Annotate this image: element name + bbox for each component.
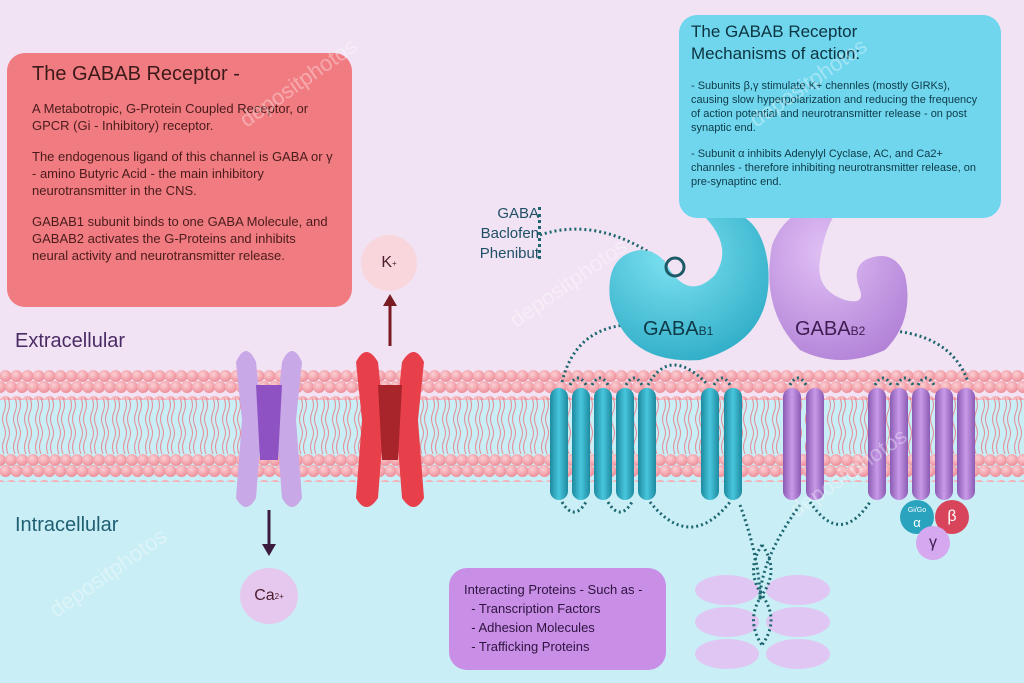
gaba-b2-subunit-shape <box>769 206 908 360</box>
cell-membrane <box>0 368 1024 482</box>
interacting-proteins-line: - Trafficking Proteins <box>464 639 590 654</box>
b1-transmembrane-helices <box>550 388 742 500</box>
ligand-label-phenibut: Phenibut <box>479 245 539 262</box>
membrane-inner-leaflet <box>0 452 1024 482</box>
g-protein-gamma: γ <box>916 526 950 560</box>
ligand-label-baclofen: Baclofen <box>480 225 539 242</box>
interacting-proteins-line: Interacting Proteins - Such as - <box>464 582 643 597</box>
mechanism-paragraph: - Subunits β,γ stimulate K+ chennles (mo… <box>691 80 978 134</box>
receptor-info-title: The GABAB Receptor - <box>32 63 240 85</box>
potassium-ion: K+ <box>361 235 417 291</box>
calcium-ion-charge: 2+ <box>274 591 284 601</box>
mechanism-paragraph: - Subunit α inhibits Adenylyl Cyclase, A… <box>691 148 976 188</box>
intracellular-label: Intracellular <box>15 514 119 536</box>
interacting-protein-ovals <box>695 575 830 669</box>
g-protein-alpha-symbol: α <box>913 515 921 530</box>
extracellular-label: Extracellular <box>15 330 126 352</box>
gaba-b1-subunit-shape <box>609 210 769 361</box>
potassium-arrow <box>383 294 397 346</box>
potassium-ion-charge: + <box>392 258 397 268</box>
potassium-channel <box>356 352 424 507</box>
gaba-b1-label-text: GABA <box>643 318 699 340</box>
b2-transmembrane-helices <box>783 388 975 500</box>
calcium-channel <box>236 351 302 507</box>
gaba-binding-site-icon <box>664 256 686 278</box>
membrane-lipid-tails <box>0 398 1024 454</box>
receptor-info-paragraph: The endogenous ligand of this channel is… <box>32 149 333 198</box>
mechanism-title: The GABAB Receptor Mechanisms of action: <box>691 22 861 63</box>
potassium-ion-symbol: K <box>381 254 392 271</box>
gaba-b2-label: GABAB2 <box>795 318 865 341</box>
gaba-b2-label-text: GABA <box>795 318 851 340</box>
coiled-coil-link <box>752 544 773 646</box>
ligand-label-gaba: GABA <box>497 205 539 222</box>
gaba-b2-label-sub: B2 <box>850 324 866 338</box>
gaba-b1-label-sub: B1 <box>698 324 714 338</box>
receptor-info-paragraph: GABAB1 subunit binds to one GABA Molecul… <box>32 214 328 263</box>
interacting-proteins-line: - Transcription Factors <box>464 601 601 616</box>
receptor-info-box: The GABAB Receptor - A Metabotropic, G-P… <box>7 53 352 307</box>
ligand-bracket <box>538 207 543 259</box>
gaba-b1-label: GABAB1 <box>643 318 713 341</box>
receptor-info-paragraph: A Metabotropic, G-Protein Coupled Recept… <box>32 101 309 133</box>
calcium-arrow <box>262 510 276 556</box>
g-protein-alpha-tag: Gi/Go <box>907 507 927 514</box>
membrane-outer-leaflet <box>0 368 1024 400</box>
calcium-ion-symbol: Ca <box>254 587 275 604</box>
interacting-proteins-box: Interacting Proteins - Such as - - Trans… <box>449 568 666 670</box>
interacting-proteins-line: - Adhesion Molecules <box>464 620 595 635</box>
mechanism-info-box: The GABAB Receptor Mechanisms of action:… <box>679 15 1001 218</box>
